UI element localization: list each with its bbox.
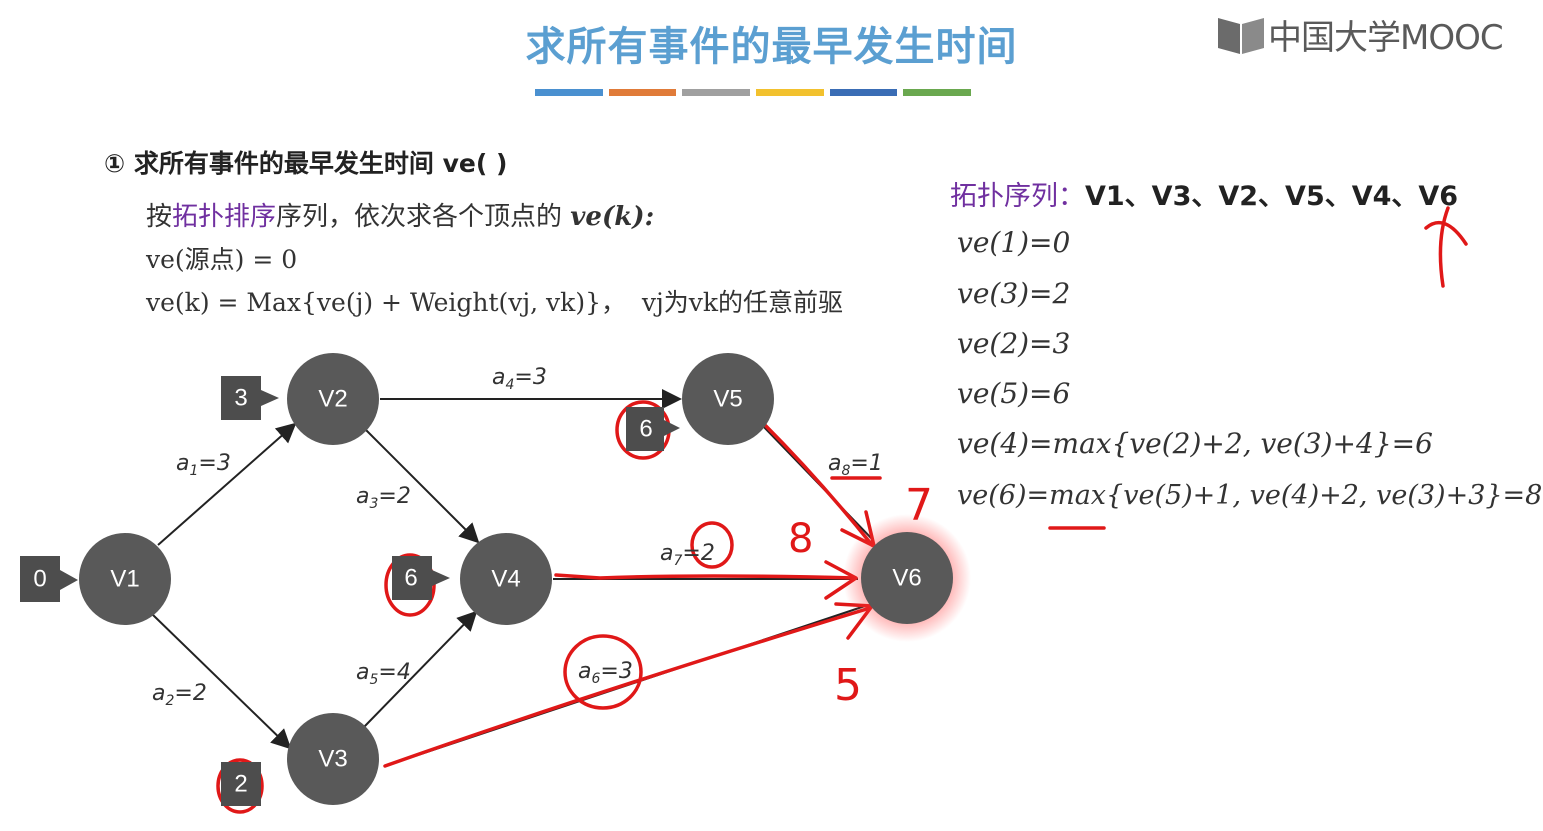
- edge-v2-v4: [365, 429, 480, 544]
- mooc-logo: 中国大学MOOC: [1216, 10, 1504, 59]
- svg-text:2: 2: [234, 771, 247, 798]
- handwritten-weight-3: 5: [834, 660, 862, 711]
- color-bar-4: [756, 89, 824, 96]
- node-v1: V1: [79, 533, 171, 625]
- edge-label-a1: a1=3: [176, 451, 231, 479]
- rule-intro-var: ve(k):: [570, 202, 655, 232]
- handwritten-annotations: [216, 206, 1468, 814]
- circle-ve-v3: [216, 758, 264, 814]
- edge-label-a2: a2=2: [152, 681, 207, 709]
- ve-box-v5: 6: [626, 407, 680, 451]
- topo-sequence: V1、V3、V2、V5、V4、V6: [1085, 181, 1459, 212]
- svg-text:V1: V1: [110, 566, 139, 593]
- edge-label-a7: a7=2: [660, 541, 715, 569]
- ve-box-v2: 3: [221, 376, 279, 420]
- topo-sequence-line: 拓扑序列：V1、V3、V2、V5、V4、V6: [950, 174, 1458, 213]
- red-arrow-topo: [1424, 206, 1468, 288]
- recurrence-formula-line: ve(k) = Max{ve(j) + Weight(vj, vk)}， vj为…: [146, 283, 843, 319]
- rule-intro-highlight: 拓扑排序: [172, 202, 277, 232]
- rule-intro-prefix: 按: [146, 202, 173, 232]
- recurrence-formula: ve(k) = Max{ve(j) + Weight(vj, vk)}，: [146, 288, 626, 317]
- edge-v1-v2: [157, 422, 297, 546]
- svg-text:V6: V6: [892, 565, 921, 592]
- svg-text:6: 6: [639, 416, 652, 443]
- recurrence-note: vj为vk的任意前驱: [641, 288, 844, 317]
- color-bar-6: [903, 89, 972, 96]
- node-v4: V4: [460, 533, 552, 625]
- edge-v3-v4: [363, 610, 478, 728]
- ve-box-v4: 6: [392, 556, 450, 600]
- edge-v1-v3: [151, 613, 292, 750]
- edge-label-a8: a8=1: [828, 451, 883, 479]
- node-v5: V5: [682, 353, 774, 445]
- edge-label-a6: a6=3: [578, 659, 633, 687]
- page-title: 求所有事件的最早发生时间: [525, 24, 1018, 70]
- ve-box-v1: 0: [20, 556, 78, 602]
- color-bar-1: [535, 89, 603, 96]
- logo-text: 中国大学MOOC: [1268, 18, 1504, 58]
- color-bar-2: [608, 89, 677, 96]
- svg-text:V4: V4: [491, 566, 520, 593]
- node-v3: V3: [287, 713, 379, 805]
- title-color-bars: [535, 89, 972, 97]
- svg-text:6: 6: [404, 565, 417, 592]
- svg-text:V2: V2: [318, 386, 347, 413]
- node-v6: V6: [861, 532, 953, 624]
- circle-a6: [563, 634, 643, 710]
- red-edge-v3-v6: [383, 606, 872, 768]
- circle-a7: [690, 521, 734, 569]
- source-formula: ve(源点) = 0: [146, 245, 298, 274]
- red-edge-v4-v6: [554, 573, 857, 580]
- handwritten-weight-2: 8: [788, 516, 813, 562]
- topo-label: 拓扑序列：: [950, 181, 1085, 212]
- edge-label-a3: a3=2: [356, 484, 411, 512]
- color-bar-3: [682, 89, 751, 96]
- node-v2: V2: [287, 353, 379, 445]
- ve-result-6: ve(6)=max{ve(5)+1, ve(4)+2, ve(3)+3}=8: [957, 480, 1543, 511]
- ve-result-4: ve(4)=max{ve(2)+2, ve(3)+4}=6: [957, 427, 1433, 460]
- svg-text:0: 0: [33, 566, 46, 593]
- ve-result-1: ve(1)=0: [957, 226, 1071, 259]
- rule-intro: 按拓扑排序序列，依次求各个顶点的 ve(k):: [146, 196, 654, 233]
- svg-text:V3: V3: [318, 746, 347, 773]
- edge-label-a4: a4=3: [492, 365, 547, 393]
- rule-intro-suffix: 序列，依次求各个顶点的: [276, 202, 571, 232]
- red-edge-v5-v6: [760, 420, 874, 547]
- svg-text:3: 3: [234, 385, 247, 412]
- svg-text:V5: V5: [713, 386, 742, 413]
- section-heading: ① 求所有事件的最早发生时间 ve( ): [104, 149, 508, 178]
- ve-result-2: ve(2)=3: [957, 327, 1071, 360]
- book-logo-icon: [1218, 17, 1264, 54]
- ve-box-v3: 2: [221, 762, 261, 806]
- edge-label-a5: a5=4: [356, 660, 411, 688]
- ve-result-3: ve(3)=2: [957, 277, 1071, 310]
- ve-result-5: ve(5)=6: [957, 377, 1071, 410]
- color-bar-5: [829, 89, 898, 96]
